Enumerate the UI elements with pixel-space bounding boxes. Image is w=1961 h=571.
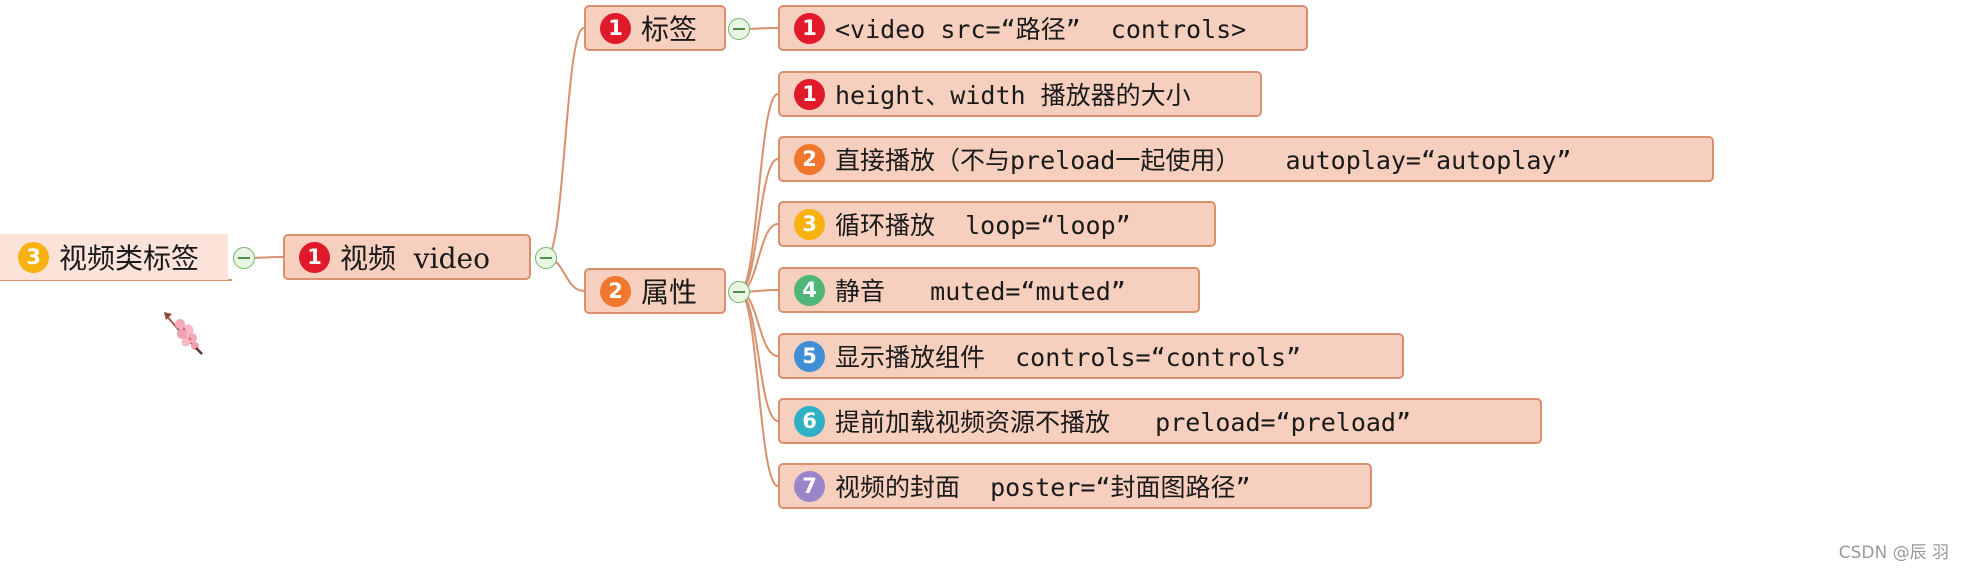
leaf-label: 提前加载视频资源不播放 preload=“preload” bbox=[835, 408, 1412, 437]
cherry-blossom-icon bbox=[164, 312, 203, 355]
leaf-muted-attribute[interactable]: 4 静音 muted=“muted” bbox=[778, 267, 1200, 313]
leaf-autoplay-attribute[interactable]: 2 直接播放（不与preload一起使用） autoplay=“autoplay… bbox=[778, 136, 1714, 182]
leaf-label: 视频的封面 poster=“封面图路径” bbox=[835, 473, 1251, 502]
leaf-label: 显示播放组件 controls=“controls” bbox=[835, 343, 1302, 372]
priority-1-icon: 1 bbox=[600, 12, 631, 44]
priority-1-icon: 1 bbox=[299, 241, 330, 273]
collapse-minus-icon[interactable] bbox=[233, 247, 255, 269]
main-topic-video[interactable]: 1 视频 video bbox=[283, 234, 531, 280]
leaf-label: 直接播放（不与preload一起使用） autoplay=“autoplay” bbox=[835, 146, 1572, 175]
priority-6-icon: 6 bbox=[794, 405, 825, 437]
collapse-minus-icon[interactable] bbox=[535, 247, 557, 269]
collapse-minus-icon[interactable] bbox=[728, 18, 750, 40]
priority-7-icon: 7 bbox=[794, 470, 825, 502]
main-topic-label: 视频 video bbox=[340, 242, 490, 275]
root-topic[interactable]: 3 视频类标签 bbox=[0, 234, 228, 280]
leaf-size-attribute[interactable]: 1 height、width 播放器的大小 bbox=[778, 71, 1262, 117]
branch-attributes-label: 属性 bbox=[641, 276, 698, 309]
connector-attributes-leaf bbox=[738, 291, 779, 357]
branch-attributes[interactable]: 2 属性 bbox=[584, 268, 726, 314]
priority-2-icon: 2 bbox=[794, 143, 825, 175]
collapse-minus-icon[interactable] bbox=[728, 281, 750, 303]
leaf-label: 静音 muted=“muted” bbox=[835, 277, 1126, 306]
leaf-preload-attribute[interactable]: 6 提前加载视频资源不播放 preload=“preload” bbox=[778, 398, 1542, 444]
branch-tag-label: 标签 bbox=[641, 13, 698, 46]
leaf-loop-attribute[interactable]: 3 循环播放 loop=“loop” bbox=[778, 201, 1216, 247]
connector-attributes-leaf bbox=[738, 291, 779, 422]
leaf-label: height、width 播放器的大小 bbox=[835, 81, 1191, 110]
priority-5-icon: 5 bbox=[794, 340, 825, 372]
leaf-label: <video src=“路径” controls> bbox=[835, 15, 1247, 44]
priority-1-icon: 1 bbox=[794, 12, 825, 44]
branch-tag[interactable]: 1 标签 bbox=[584, 5, 726, 51]
priority-3-icon: 3 bbox=[794, 208, 825, 240]
root-topic-label: 视频类标签 bbox=[59, 242, 200, 275]
leaf-label: 循环播放 loop=“loop” bbox=[835, 211, 1131, 240]
priority-4-icon: 4 bbox=[794, 274, 825, 306]
priority-3-icon: 3 bbox=[18, 241, 49, 273]
watermark: CSDN @辰 羽 bbox=[1838, 543, 1949, 563]
priority-2-icon: 2 bbox=[600, 275, 631, 307]
leaf-video-tag-syntax[interactable]: 1 <video src=“路径” controls> bbox=[778, 5, 1308, 51]
leaf-poster-attribute[interactable]: 7 视频的封面 poster=“封面图路径” bbox=[778, 463, 1372, 509]
priority-1-icon: 1 bbox=[794, 78, 825, 110]
connector-main-tag bbox=[545, 27, 585, 259]
leaf-controls-attribute[interactable]: 5 显示播放组件 controls=“controls” bbox=[778, 333, 1404, 379]
connector-attributes-leaf bbox=[738, 93, 779, 293]
